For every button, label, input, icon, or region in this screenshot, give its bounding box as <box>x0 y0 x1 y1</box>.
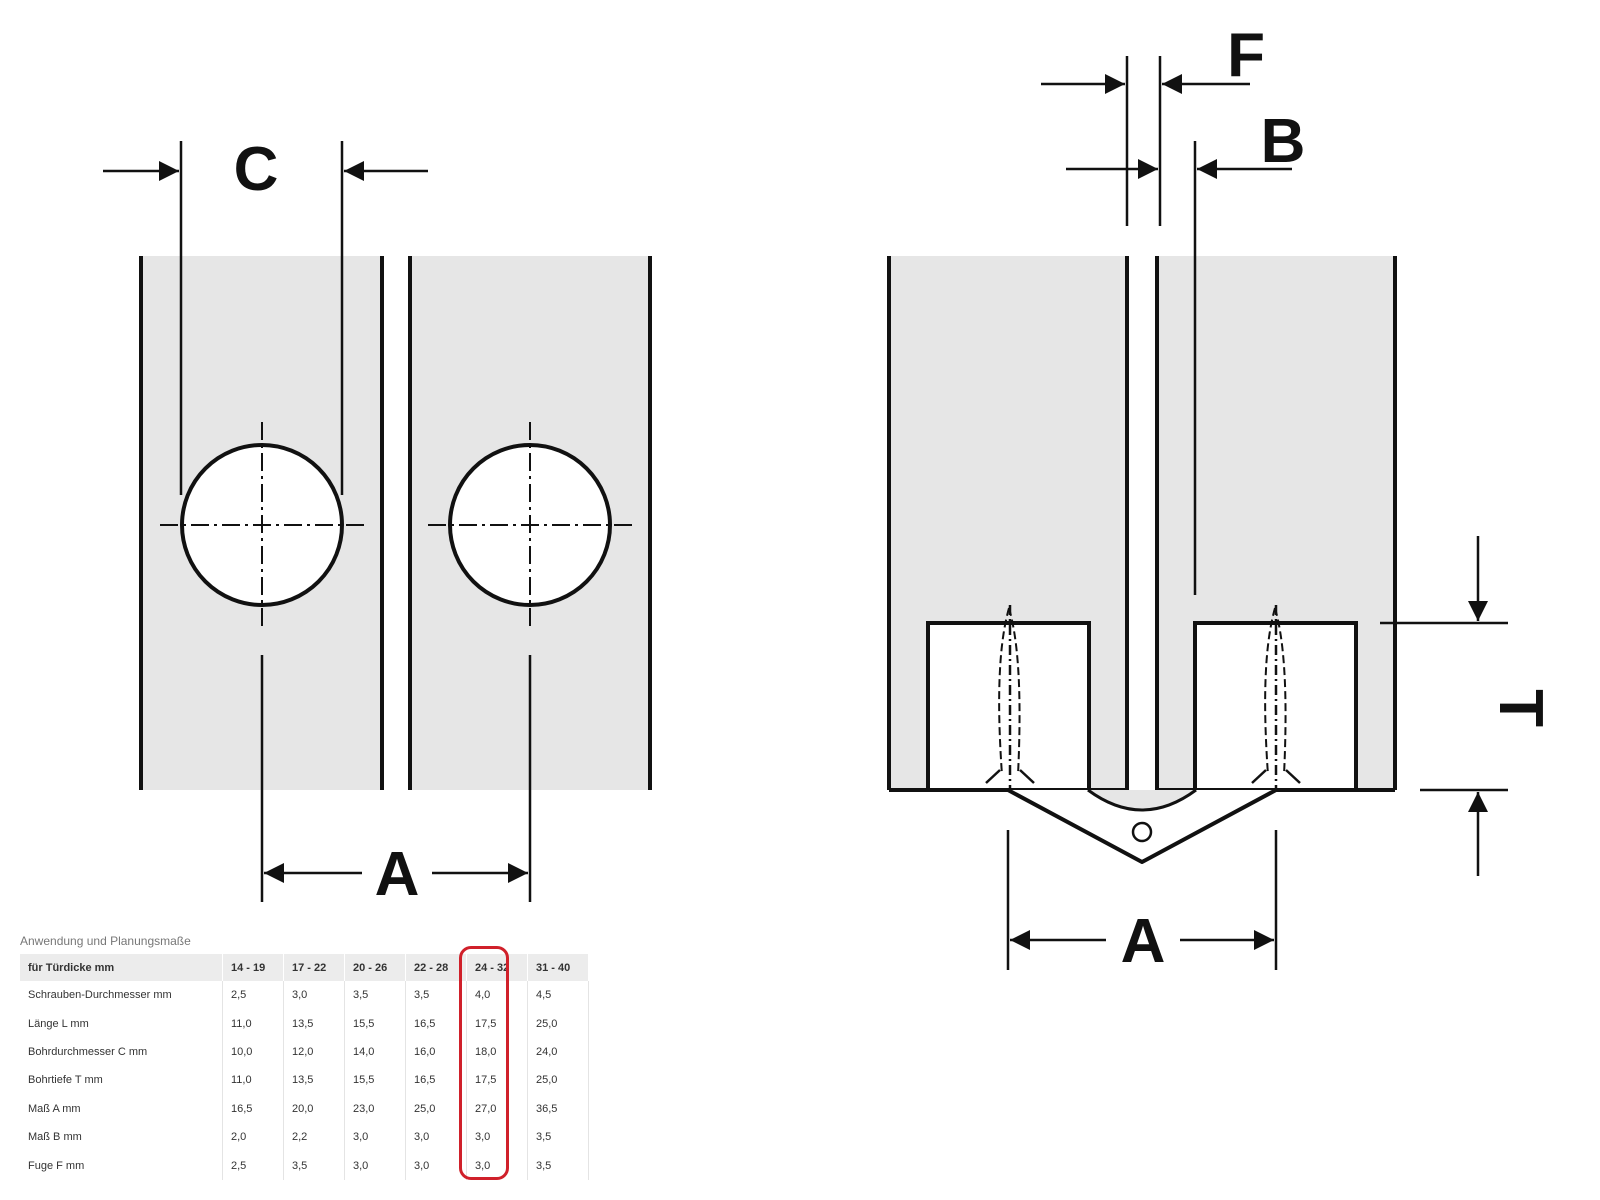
table-row: Bohrtiefe T mm 11,0 13,5 15,5 16,5 17,5 … <box>20 1066 589 1095</box>
header-label: für Türdicke mm <box>20 954 223 981</box>
table-cell: 4,0 <box>466 981 528 1010</box>
table-cell: 10,0 <box>222 1037 284 1067</box>
table-header-row: für Türdicke mm 14 - 19 17 - 22 20 - 26 … <box>20 954 589 981</box>
table-cell: 2,5 <box>222 1151 284 1180</box>
hinge-pin <box>1131 821 1153 843</box>
specs-table: für Türdicke mm 14 - 19 17 - 22 20 - 26 … <box>20 954 589 1180</box>
column-header: 22 - 28 <box>405 954 467 981</box>
table-cell: 25,0 <box>527 1066 589 1095</box>
pocket-left <box>926 621 1091 792</box>
table-cell: 25,0 <box>527 1009 589 1038</box>
table-cell: 16,0 <box>405 1037 467 1067</box>
front-view: C A <box>103 135 652 909</box>
table-row: Maß A mm 16,5 20,0 23,0 25,0 27,0 36,5 <box>20 1094 589 1123</box>
column-header: 20 - 26 <box>344 954 406 981</box>
table-cell: 23,0 <box>344 1094 406 1123</box>
table-cell: 3,0 <box>405 1122 467 1152</box>
row-label: Bohrtiefe T mm <box>20 1066 223 1095</box>
table-row: Schrauben-Durchmesser mm 2,5 3,0 3,5 3,5… <box>20 981 589 1010</box>
column-header: 14 - 19 <box>222 954 284 981</box>
table-cell: 18,0 <box>466 1037 528 1067</box>
table-cell: 16,5 <box>405 1066 467 1095</box>
table-cell: 3,5 <box>527 1122 589 1152</box>
highlight-column-box <box>459 946 509 1180</box>
row-label: Schrauben-Durchmesser mm <box>20 981 223 1010</box>
dimension-a-left-label: A <box>375 840 420 909</box>
table-cell: 2,2 <box>283 1122 345 1152</box>
dimension-a-right-label: A <box>1121 907 1166 976</box>
table-row: Maß B mm 2,0 2,2 3,0 3,0 3,0 3,5 <box>20 1122 589 1152</box>
row-label: Fuge F mm <box>20 1151 223 1180</box>
table-cell: 3,0 <box>466 1122 528 1152</box>
column-header: 17 - 22 <box>283 954 345 981</box>
row-label: Länge L mm <box>20 1009 223 1038</box>
table-cell: 14,0 <box>344 1037 406 1067</box>
section-view: F B T A <box>887 21 1555 976</box>
table-cell: 2,5 <box>222 981 284 1010</box>
table-cell: 15,5 <box>344 1066 406 1095</box>
table-row: Länge L mm 11,0 13,5 15,5 16,5 17,5 25,0 <box>20 1009 589 1038</box>
table-cell: 11,0 <box>222 1009 284 1038</box>
dimension-t-label: T <box>1486 689 1555 727</box>
row-label: Maß A mm <box>20 1094 223 1123</box>
table-cell: 3,5 <box>405 981 467 1010</box>
table-row: Bohrdurchmesser C mm 10,0 12,0 14,0 16,0… <box>20 1037 589 1067</box>
table-cell: 3,5 <box>344 981 406 1010</box>
table-cell: 4,5 <box>527 981 589 1010</box>
row-label: Maß B mm <box>20 1122 223 1152</box>
table-cell: 17,5 <box>466 1009 528 1038</box>
table-row: Fuge F mm 2,5 3,5 3,0 3,0 3,0 3,5 <box>20 1151 589 1180</box>
column-header: 24 - 32 <box>466 954 528 981</box>
table-cell: 13,5 <box>283 1009 345 1038</box>
table-cell: 13,5 <box>283 1066 345 1095</box>
table-caption: Anwendung und Planungsmaße <box>20 934 191 948</box>
table-cell: 24,0 <box>527 1037 589 1067</box>
table-cell: 15,5 <box>344 1009 406 1038</box>
table-cell: 20,0 <box>283 1094 345 1123</box>
table-cell: 3,5 <box>527 1151 589 1180</box>
table-cell: 11,0 <box>222 1066 284 1095</box>
table-cell: 3,5 <box>283 1151 345 1180</box>
dimension-c-label: C <box>234 135 279 204</box>
dimension-f-label: F <box>1227 21 1265 90</box>
table-cell: 12,0 <box>283 1037 345 1067</box>
row-label: Bohrdurchmesser C mm <box>20 1037 223 1067</box>
table-cell: 25,0 <box>405 1094 467 1123</box>
table-cell: 36,5 <box>527 1094 589 1123</box>
table-cell: 2,0 <box>222 1122 284 1152</box>
table-cell: 17,5 <box>466 1066 528 1095</box>
table-cell: 16,5 <box>405 1009 467 1038</box>
column-header: 31 - 40 <box>527 954 589 981</box>
dimension-b-label: B <box>1261 107 1306 176</box>
table-cell: 27,0 <box>466 1094 528 1123</box>
table-cell: 3,0 <box>405 1151 467 1180</box>
table-cell: 3,0 <box>344 1151 406 1180</box>
table-cell: 3,0 <box>344 1122 406 1152</box>
table-cell: 3,0 <box>283 981 345 1010</box>
table-cell: 16,5 <box>222 1094 284 1123</box>
